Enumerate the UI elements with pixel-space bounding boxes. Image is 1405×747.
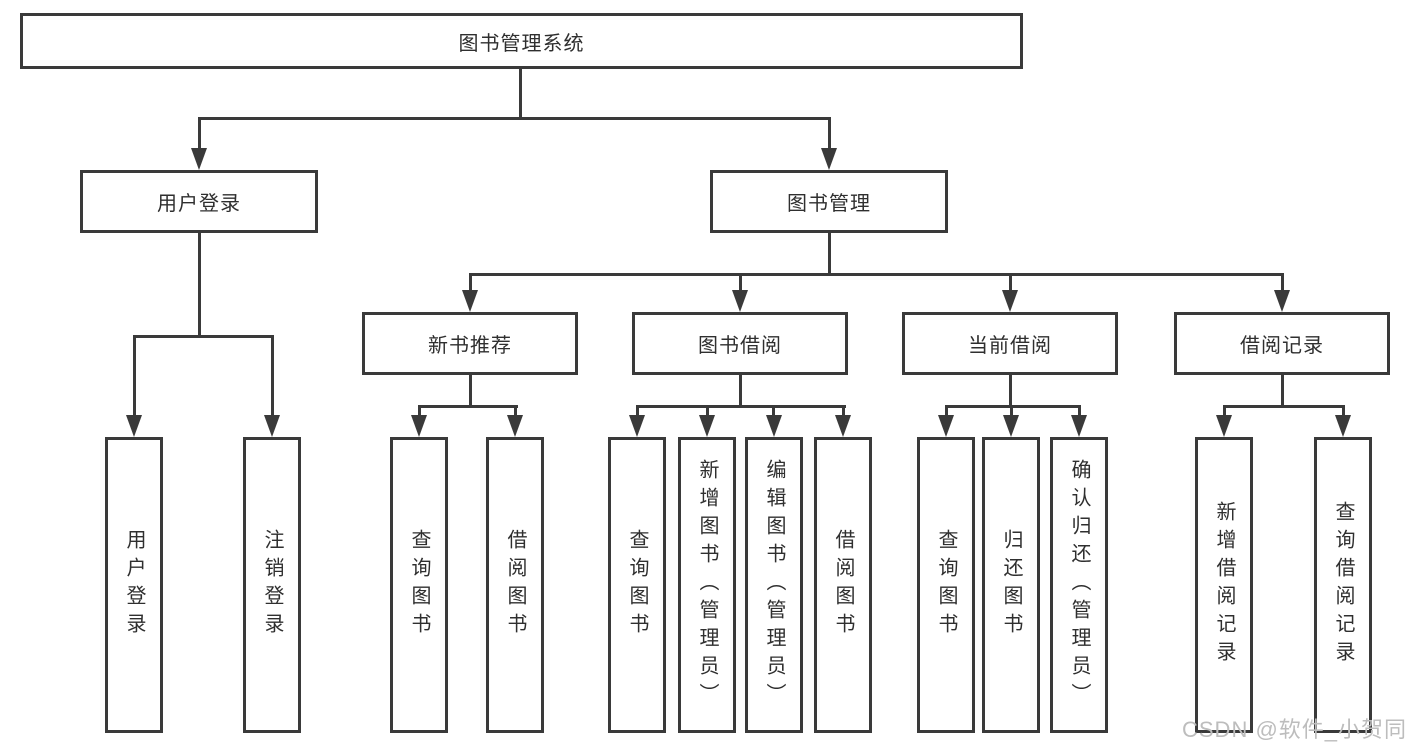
leaf-current-return-books-label: 归还图书	[1000, 529, 1022, 641]
leaf-newbook-query-books-label: 查询图书	[408, 529, 430, 641]
arrow-down-icon	[1071, 415, 1087, 437]
edge-current-trunk	[1009, 375, 1012, 408]
edge-newbook-stem-2	[514, 405, 517, 419]
edge-root-stem-left	[198, 117, 201, 155]
leaf-borrow-edit-books-admin-label: 编辑图书（管理员）	[763, 459, 785, 711]
node-book-borrow-label: 图书借阅	[698, 335, 782, 357]
leaf-newbook-borrow-books: 借阅图书	[486, 437, 544, 733]
leaf-newbook-borrow-books-label: 借阅图书	[504, 529, 526, 641]
leaf-borrow-add-books-admin: 新增图书（管理员）	[678, 437, 736, 733]
edge-borrow-stem-4	[842, 405, 845, 419]
leaf-user-login-label: 用户登录	[123, 529, 145, 641]
arrow-down-icon	[1335, 415, 1351, 437]
edge-records-trunk	[1281, 375, 1284, 408]
leaf-newbook-query-books: 查询图书	[390, 437, 448, 733]
arrow-down-icon	[264, 415, 280, 437]
node-new-book-recommend-label: 新书推荐	[428, 335, 512, 357]
arrow-down-icon	[821, 148, 837, 170]
node-book-borrow: 图书借阅	[632, 312, 848, 375]
node-book-management: 图书管理	[710, 170, 948, 233]
arrow-down-icon	[1002, 290, 1018, 312]
leaf-current-confirm-return-admin-label: 确认归还（管理员）	[1068, 459, 1090, 711]
node-borrow-records-label: 借阅记录	[1240, 335, 1324, 357]
edge-records-hbar	[1223, 405, 1345, 408]
leaf-current-query-books-label: 查询图书	[935, 529, 957, 641]
arrow-down-icon	[1274, 290, 1290, 312]
edge-root-trunk	[519, 69, 522, 119]
arrow-down-icon	[732, 290, 748, 312]
leaf-records-query-record: 查询借阅记录	[1314, 437, 1372, 733]
leaf-current-query-books: 查询图书	[917, 437, 975, 733]
node-current-borrow: 当前借阅	[902, 312, 1118, 375]
node-current-borrow-label: 当前借阅	[968, 335, 1052, 357]
node-new-book-recommend: 新书推荐	[362, 312, 578, 375]
leaf-borrow-borrow-books-label: 借阅图书	[832, 529, 854, 641]
arrow-down-icon	[1003, 415, 1019, 437]
edge-root-hbar	[198, 117, 831, 120]
edge-login-stem-2	[271, 335, 274, 417]
leaf-current-confirm-return-admin: 确认归还（管理员）	[1050, 437, 1108, 733]
leaf-borrow-borrow-books: 借阅图书	[814, 437, 872, 733]
edge-borrow-hbar	[636, 405, 846, 408]
leaf-records-add-record: 新增借阅记录	[1195, 437, 1253, 733]
arrow-down-icon	[835, 415, 851, 437]
edge-current-stem-1	[945, 405, 948, 419]
edge-login-stem-1	[133, 335, 136, 417]
edge-mgmt-hbar	[469, 273, 1284, 276]
edge-records-stem-1	[1223, 405, 1226, 419]
edge-current-stem-3	[1078, 405, 1081, 419]
edge-borrow-stem-2	[706, 405, 709, 419]
leaf-records-add-record-label: 新增借阅记录	[1213, 501, 1235, 669]
edge-current-hbar	[945, 405, 1081, 408]
arrow-down-icon	[699, 415, 715, 437]
watermark-text: CSDN @软件_小贺同学	[1182, 717, 1405, 742]
leaf-user-login: 用户登录	[105, 437, 163, 733]
edge-root-stem-right	[828, 117, 831, 155]
node-library-system: 图书管理系统	[20, 13, 1023, 69]
edge-login-hbar	[133, 335, 274, 338]
edge-login-trunk	[198, 233, 201, 335]
edge-borrow-stem-1	[636, 405, 639, 419]
arrow-down-icon	[462, 290, 478, 312]
edge-mgmt-stem-2	[739, 273, 742, 293]
edge-mgmt-trunk	[828, 233, 831, 275]
arrow-down-icon	[191, 148, 207, 170]
leaf-logout: 注销登录	[243, 437, 301, 733]
edge-mgmt-stem-4	[1281, 273, 1284, 293]
edge-current-stem-2	[1010, 405, 1013, 419]
arrow-down-icon	[766, 415, 782, 437]
arrow-down-icon	[629, 415, 645, 437]
leaf-logout-label: 注销登录	[261, 529, 283, 641]
arrow-down-icon	[126, 415, 142, 437]
leaf-borrow-query-books: 查询图书	[608, 437, 666, 733]
arrow-down-icon	[1216, 415, 1232, 437]
edge-mgmt-stem-1	[469, 273, 472, 293]
node-user-login: 用户登录	[80, 170, 318, 233]
leaf-current-return-books: 归还图书	[982, 437, 1040, 733]
arrow-down-icon	[507, 415, 523, 437]
leaf-borrow-edit-books-admin: 编辑图书（管理员）	[745, 437, 803, 733]
edge-newbook-trunk	[469, 375, 472, 408]
node-user-login-label: 用户登录	[157, 193, 241, 215]
edge-borrow-stem-3	[772, 405, 775, 419]
node-borrow-records: 借阅记录	[1174, 312, 1390, 375]
edge-records-stem-2	[1342, 405, 1345, 419]
edge-newbook-stem-1	[418, 405, 421, 419]
edge-mgmt-stem-3	[1009, 273, 1012, 293]
node-book-management-label: 图书管理	[787, 193, 871, 215]
arrow-down-icon	[938, 415, 954, 437]
edge-newbook-hbar	[418, 405, 518, 408]
leaf-borrow-add-books-admin-label: 新增图书（管理员）	[696, 459, 718, 711]
node-library-system-label: 图书管理系统	[458, 32, 585, 55]
leaf-records-query-record-label: 查询借阅记录	[1332, 501, 1354, 669]
arrow-down-icon	[411, 415, 427, 437]
edge-borrow-trunk	[739, 375, 742, 408]
leaf-borrow-query-books-label: 查询图书	[626, 529, 648, 641]
